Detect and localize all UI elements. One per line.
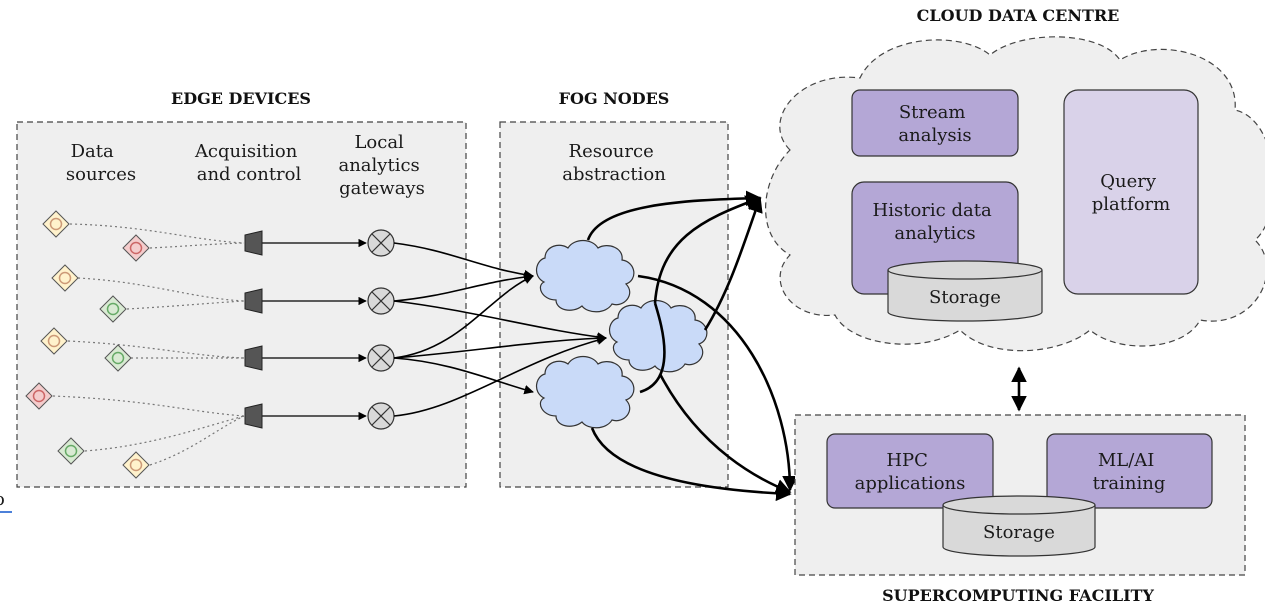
fog-nodes (536, 239, 708, 429)
gateway-to-fog-links (393, 242, 607, 417)
local-analytics-gateways-label: Local analytics gateways (338, 132, 425, 199)
gateway-node (367, 287, 395, 315)
source-node (25, 382, 53, 410)
historic-data-analytics-label: Historic data analytics (873, 200, 998, 244)
query-platform-label: Query platform (1092, 171, 1170, 215)
fog-node-icon (536, 355, 635, 429)
hpc-applications-box (826, 433, 994, 509)
acquisition-control-label: Acquisition and control (194, 141, 303, 185)
source-node (40, 327, 68, 355)
source-node (51, 264, 79, 292)
query-platform-box (1063, 89, 1199, 295)
fog-node-icon (536, 239, 635, 313)
hpc-storage-label: Storage (983, 522, 1055, 543)
stream-analysis-box (851, 89, 1019, 157)
stream-analysis-label: Stream analysis (898, 102, 971, 146)
hpc-applications-label: HPC applications (855, 450, 966, 494)
cloud-data-centre-title: CLOUD DATA CENTRE (917, 6, 1120, 25)
acquisition-lines (262, 238, 367, 421)
ml-ai-training-label: ML/AI training (1093, 450, 1166, 494)
source-node (104, 344, 132, 372)
hpc-storage-cylinder (942, 495, 1096, 557)
supercomputing-facility-title: SUPERCOMPUTING FACILITY (882, 586, 1154, 605)
acquisition-device (244, 345, 263, 371)
gateway-node (367, 402, 395, 430)
source-node (57, 437, 85, 465)
stray-mark: o (0, 489, 5, 510)
edge-devices-title: EDGE DEVICES (171, 89, 311, 108)
source-node (122, 234, 150, 262)
acquisition-device (244, 288, 263, 314)
acquisition-device (244, 403, 263, 429)
data-sources (25, 210, 150, 479)
acquisition-device (244, 230, 263, 256)
gateway-node (367, 229, 395, 257)
source-connections (52, 223, 245, 466)
cloud-storage-cylinder (887, 260, 1043, 322)
source-node (122, 451, 150, 479)
source-node (42, 210, 70, 238)
resource-abstraction-label: Resource abstraction (562, 141, 666, 185)
gateways (367, 229, 395, 430)
acquisition-devices (244, 230, 263, 429)
source-node (99, 295, 127, 323)
gateway-node (367, 344, 395, 372)
cloud-storage-label: Storage (929, 287, 1001, 308)
ml-ai-training-box (1046, 433, 1213, 509)
fog-to-cloud-links (586, 190, 798, 502)
fog-nodes-title: FOG NODES (559, 89, 670, 108)
data-sources-label: Data sources (66, 141, 136, 185)
